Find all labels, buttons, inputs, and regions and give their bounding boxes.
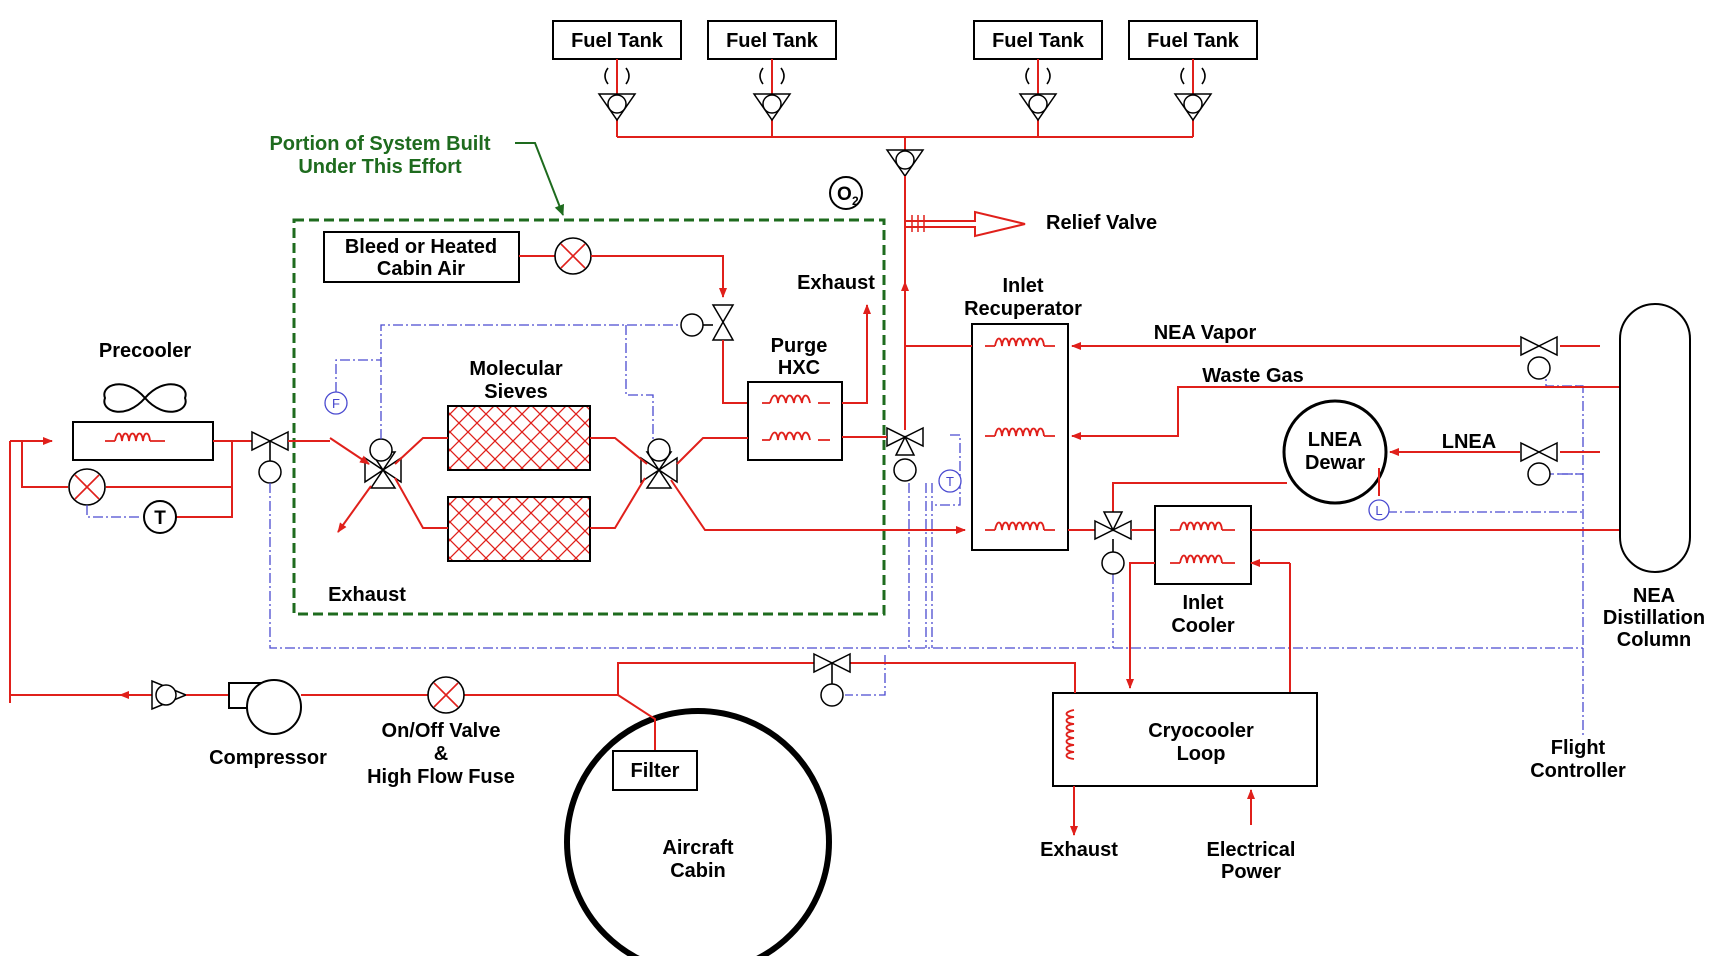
inlet-cooler-line2: Cooler xyxy=(1171,615,1235,637)
nea-vapor-label: NEA Vapor xyxy=(1154,322,1257,344)
purge-hxc: Purge HXC xyxy=(747,335,843,461)
temp-sensor-recuperator-label: T xyxy=(946,474,954,489)
precooler-fan-icon xyxy=(103,383,187,413)
molecular-sieve-lower xyxy=(447,496,591,562)
onoff-line2: & xyxy=(434,743,448,765)
electrical-line2: Power xyxy=(1221,861,1281,883)
lnea-valve xyxy=(1520,441,1558,486)
purge-exhaust-label: Exhaust xyxy=(797,272,875,294)
control-lines xyxy=(269,324,1584,735)
temp-sensor-precooler: T xyxy=(143,500,177,534)
onoff-line3: High Flow Fuse xyxy=(367,766,515,788)
relief-valve: Relief Valve xyxy=(905,210,1157,238)
precooler-hx xyxy=(72,421,214,461)
flight-controller-line1: Flight xyxy=(1551,737,1606,759)
fuel-tank-3-label: Fuel Tank xyxy=(992,30,1085,52)
precooler-bypass-valve xyxy=(68,468,106,506)
level-sensor: L xyxy=(1368,499,1390,521)
compressor xyxy=(228,679,302,735)
level-sensor-label: L xyxy=(1375,503,1382,518)
inlet-recuperator xyxy=(971,323,1069,551)
o2-sensor: O 2 xyxy=(829,176,863,210)
relief-valve-label: Relief Valve xyxy=(1046,212,1157,234)
electrical-line1: Electrical xyxy=(1207,839,1296,861)
compressor-label: Compressor xyxy=(209,747,327,769)
molecular-sieve-upper xyxy=(447,405,591,471)
bleed-air-box: Bleed or Heated Cabin Air xyxy=(323,231,520,283)
nea-vapor-valve xyxy=(1520,335,1558,380)
outlet-four-way-valve xyxy=(640,438,678,489)
nea-column-line2: Distillation xyxy=(1603,607,1705,629)
cryocooler-line2: Loop xyxy=(1177,743,1226,765)
cabin-line2: Cabin xyxy=(670,860,726,882)
inlet-cooler-valve xyxy=(1094,511,1132,575)
main-control-valve xyxy=(886,426,924,482)
inlet-cooler: Inlet Cooler xyxy=(1154,505,1252,637)
purge-control-valve xyxy=(680,304,735,341)
cabin-line1: Aircraft xyxy=(662,837,733,859)
lnea-dewar-line2: Dewar xyxy=(1305,452,1365,474)
o2-sub: 2 xyxy=(852,194,859,208)
inlet-cooler-line1: Inlet xyxy=(1182,592,1223,614)
inlet-four-way-valve xyxy=(364,438,402,489)
precooler-outlet-valve xyxy=(251,430,289,484)
filter-label: Filter xyxy=(631,760,680,782)
fuel-tank-group: Fuel Tank Fuel Tank Fuel Tank Fuel Tank xyxy=(552,20,1258,60)
nea-distillation-column: NEA Distillation Column xyxy=(1603,303,1705,651)
bleed-line2: Cabin Air xyxy=(377,258,465,280)
flight-controller-line2: Controller xyxy=(1530,760,1626,782)
waste-gas-label: Waste Gas xyxy=(1202,365,1304,387)
recuperator-line2: Recuperator xyxy=(964,298,1082,320)
bleed-onoff-valve xyxy=(554,237,592,275)
fuel-tank-1-label: Fuel Tank xyxy=(571,30,664,52)
cabin-bypass-valve xyxy=(813,652,851,707)
lnea-dewar-line1: LNEA xyxy=(1308,429,1362,451)
lnea-label: LNEA xyxy=(1442,431,1496,453)
purge-hxc-line1: Purge xyxy=(771,335,828,357)
recuperator-line1: Inlet xyxy=(1002,275,1043,297)
temp-sensor-precooler-label: T xyxy=(154,508,166,529)
onoff-valve-fuse xyxy=(427,676,465,714)
system-boundary: Portion of System Built Under This Effor… xyxy=(269,133,886,616)
onoff-line1: On/Off Valve xyxy=(382,720,501,742)
cryocooler-loop: Cryocooler Loop xyxy=(1052,692,1318,787)
fuel-tank-1: Fuel Tank xyxy=(552,20,682,60)
sieves-line1: Molecular xyxy=(469,358,563,380)
sieves-exhaust-label: Exhaust xyxy=(328,584,406,606)
flow-sensor: F xyxy=(324,391,348,415)
o2-main: O xyxy=(837,184,852,205)
tank-check-valves xyxy=(597,67,1213,178)
purge-hxc-line2: HXC xyxy=(778,357,820,379)
nea-column-line1: NEA xyxy=(1633,585,1675,607)
cryo-exhaust-label: Exhaust xyxy=(1040,839,1118,861)
sieves-line2: Sieves xyxy=(484,381,547,403)
fuel-manifold xyxy=(597,59,1213,178)
fuel-tank-4: Fuel Tank xyxy=(1128,20,1258,60)
callout-line1: Portion of System Built xyxy=(269,133,490,155)
bleed-line1: Bleed or Heated xyxy=(345,236,497,258)
flow-sensor-label: F xyxy=(332,396,340,411)
lnea-dewar: LNEA Dewar xyxy=(1282,399,1388,505)
cryocooler-line1: Cryocooler xyxy=(1148,720,1254,742)
callout-line2: Under This Effort xyxy=(298,156,462,178)
fuel-tank-3: Fuel Tank xyxy=(973,20,1103,60)
fuel-tank-2-label: Fuel Tank xyxy=(726,30,819,52)
fuel-tank-2: Fuel Tank xyxy=(707,20,837,60)
cabin-filter: Filter xyxy=(612,750,698,791)
aircraft-cabin: Aircraft Cabin xyxy=(564,708,832,956)
compressor-check-valve xyxy=(151,679,188,711)
nea-column-line3: Column xyxy=(1617,629,1691,651)
temp-sensor-recuperator: T xyxy=(938,469,962,493)
fuel-tank-4-label: Fuel Tank xyxy=(1147,30,1240,52)
precooler-label: Precooler xyxy=(99,340,191,362)
